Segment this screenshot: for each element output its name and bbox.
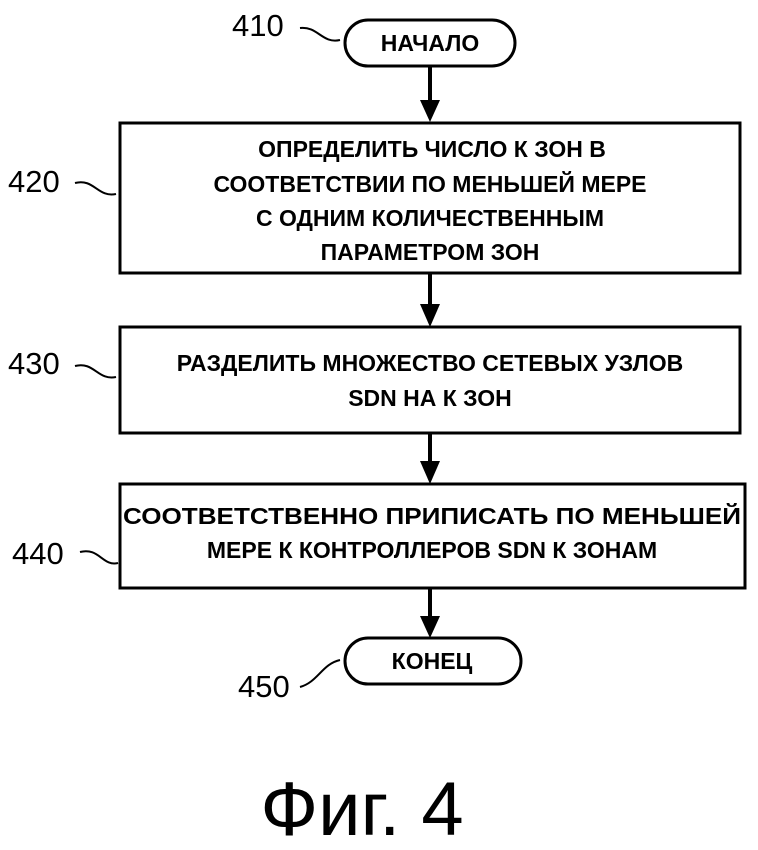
ref-number-450: 450 [238,669,290,704]
node-440-line-1: СООТВЕТСТВЕННО ПРИПИСАТЬ ПО МЕНЬШЕЙ [123,502,741,529]
ref-leader-410 [300,28,340,41]
ref-leader-450 [300,660,340,687]
node-440-line-2: МЕРЕ К КОНТРОЛЛЕРОВ SDN К ЗОНАМ [207,537,657,563]
start-label: НАЧАЛО [381,30,480,56]
node-420-line-2: СООТВЕТСТВИИ ПО МЕНЬШЕЙ МЕРЕ [213,170,646,197]
ref-number-410: 410 [232,8,284,43]
edge-420-430 [420,273,440,327]
ref-number-440: 440 [12,536,64,571]
process-box-440 [120,484,745,588]
node-430-split-nodes: РАЗДЕЛИТЬ МНОЖЕСТВО СЕТЕВЫХ УЗЛОВ SDN НА… [8,327,740,433]
node-420-line-1: ОПРЕДЕЛИТЬ ЧИСЛО К ЗОН В [258,136,606,162]
node-420-determine-zones: ОПРЕДЕЛИТЬ ЧИСЛО К ЗОН В СООТВЕТСТВИИ ПО… [8,123,740,273]
ref-leader-430 [75,365,116,377]
node-420-line-3: С ОДНИМ КОЛИЧЕСТВЕННЫМ [256,205,604,231]
node-420-line-4: ПАРАМЕТРОМ ЗОН [321,239,540,265]
node-450-end: КОНЕЦ 450 [238,638,521,704]
ref-leader-420 [75,182,116,194]
edge-410-420 [420,66,440,122]
end-label: КОНЕЦ [392,648,473,674]
edge-430-440 [420,433,440,484]
figure-label: Фиг. 4 [260,767,463,850]
node-410-start: НАЧАЛО 410 [232,8,515,66]
node-440-assign-controllers: СООТВЕТСТВЕННО ПРИПИСАТЬ ПО МЕНЬШЕЙ МЕРЕ… [12,484,745,588]
node-430-line-1: РАЗДЕЛИТЬ МНОЖЕСТВО СЕТЕВЫХ УЗЛОВ [177,350,684,376]
process-box-430 [120,327,740,433]
ref-number-430: 430 [8,346,60,381]
node-430-line-2: SDN НА К ЗОН [348,385,512,411]
ref-leader-440 [80,551,118,563]
edge-440-450 [420,588,440,638]
ref-number-420: 420 [8,164,60,199]
